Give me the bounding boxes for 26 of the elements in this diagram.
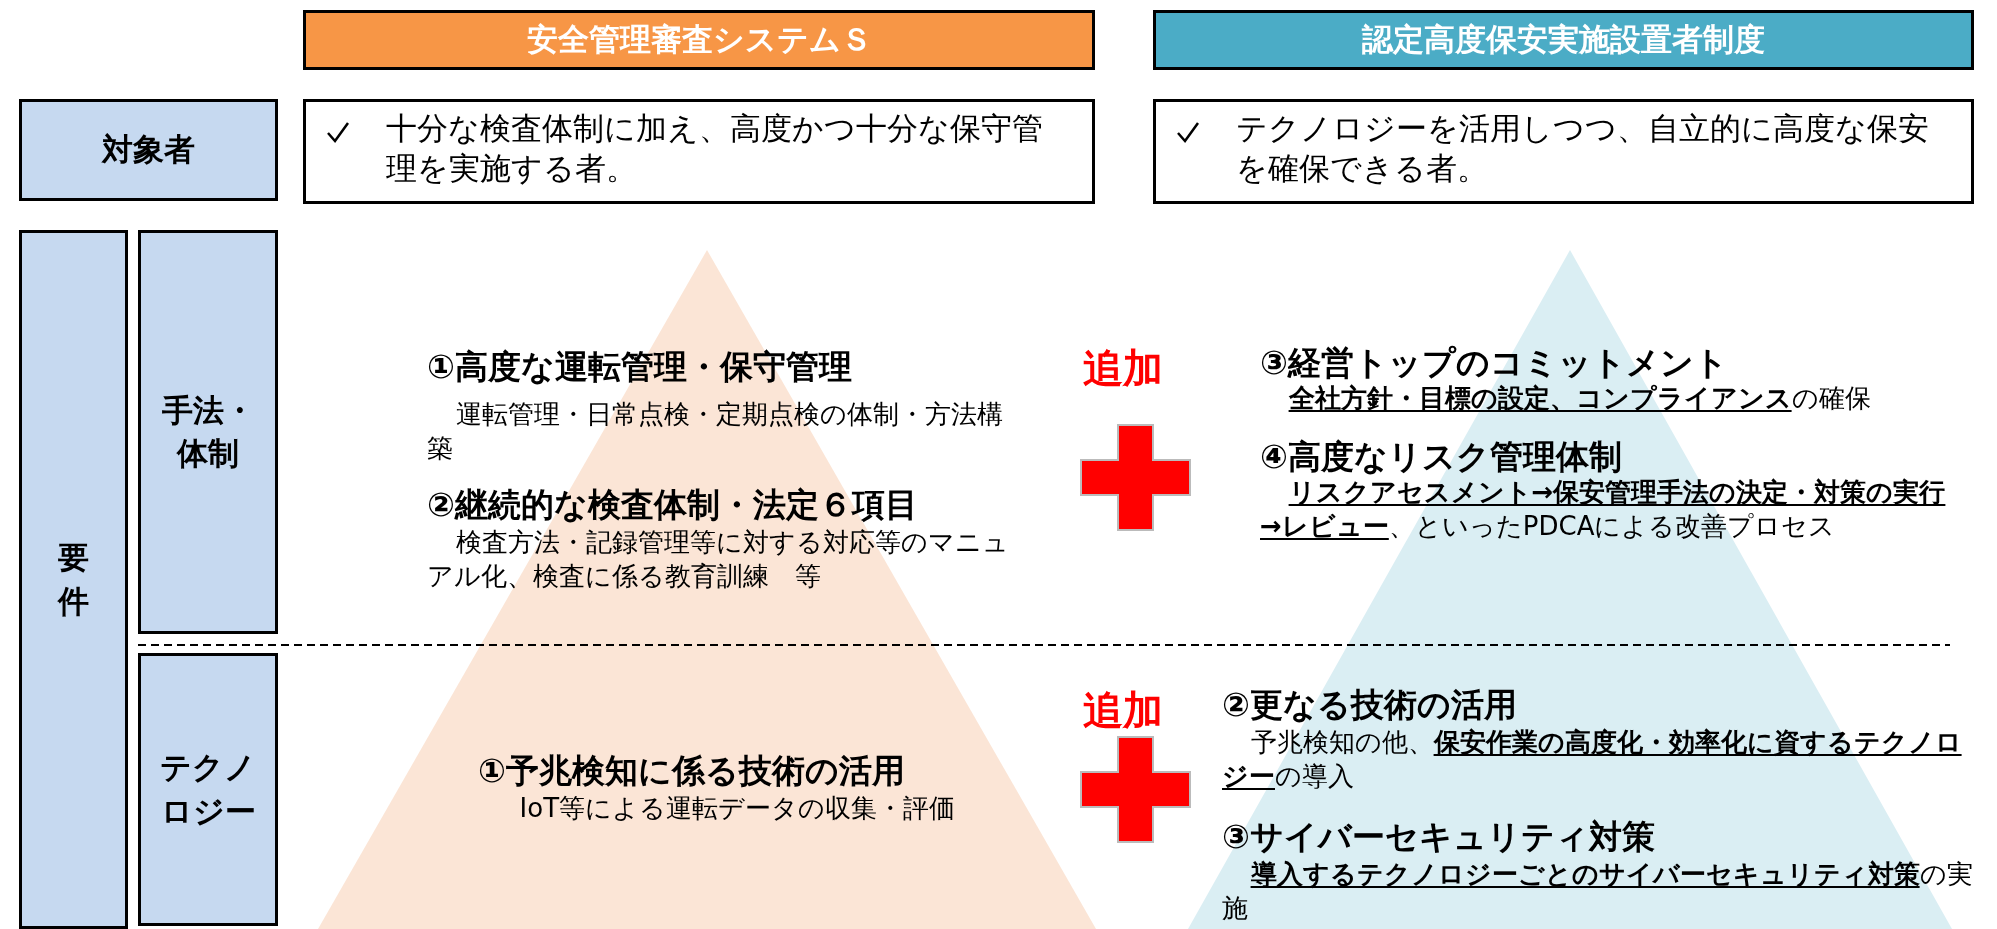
item-heading: ②継続的な検査体制・法定６項目 <box>427 484 919 526</box>
item-description: 全社方針・目標の設定、コンプライアンスの確保 <box>1287 382 1872 415</box>
header-bar: 安全管理審査システムＳ <box>303 10 1095 70</box>
item-description: 検査方法・記録管理等に対する対応等のマニュアル化、検査に係る教育訓練 等 <box>427 526 1010 593</box>
item-heading: ①予兆検知に係る技術の活用 <box>478 750 906 792</box>
item-heading: ②更なる技術の活用 <box>1222 684 1518 726</box>
addition-label: 追加 <box>1083 686 1164 735</box>
description-text: 十分な検査体制に加え、高度かつ十分な保守管理を実施する者。 <box>386 109 1044 189</box>
item-description: IoT等による運転データの収集・評価 <box>518 792 957 825</box>
item-description: 運転管理・日常点検・定期点検の体制・方法構築 <box>427 398 1004 465</box>
item-description: 導入するテクノロジーごとのサイバーセキュリティ対策の実施 <box>1222 858 1974 925</box>
description-box <box>303 99 1095 204</box>
item-heading: ③サイバーセキュリティ対策 <box>1222 816 1656 858</box>
row-header-box: 対象者 <box>19 99 278 201</box>
addition-label: 追加 <box>1083 344 1164 393</box>
item-heading: ①高度な運転管理・保守管理 <box>427 346 853 388</box>
item-heading: ④高度なリスク管理体制 <box>1260 436 1623 478</box>
header-bar: 認定高度保安実施設置者制度 <box>1153 10 1974 70</box>
item-heading: ③経営トップのコミットメント <box>1260 342 1729 384</box>
row-header-box: テクノロジー <box>138 653 278 926</box>
row-header-box: 要件 <box>19 230 128 929</box>
item-description: リスクアセスメント→保安管理手法の決定・対策の実行→レビュー、といったPDCAによる改善プロセス <box>1260 476 1947 543</box>
item-description: 予兆検知の他、保安作業の高度化・効率化に資するテクノロジーの導入 <box>1222 726 1963 793</box>
row-header-box: 手法・体制 <box>138 230 278 634</box>
description-box <box>1153 99 1974 204</box>
description-text: テクノロジーを活用しつつ、自立的に高度な保安を確保できる者。 <box>1236 109 1930 189</box>
